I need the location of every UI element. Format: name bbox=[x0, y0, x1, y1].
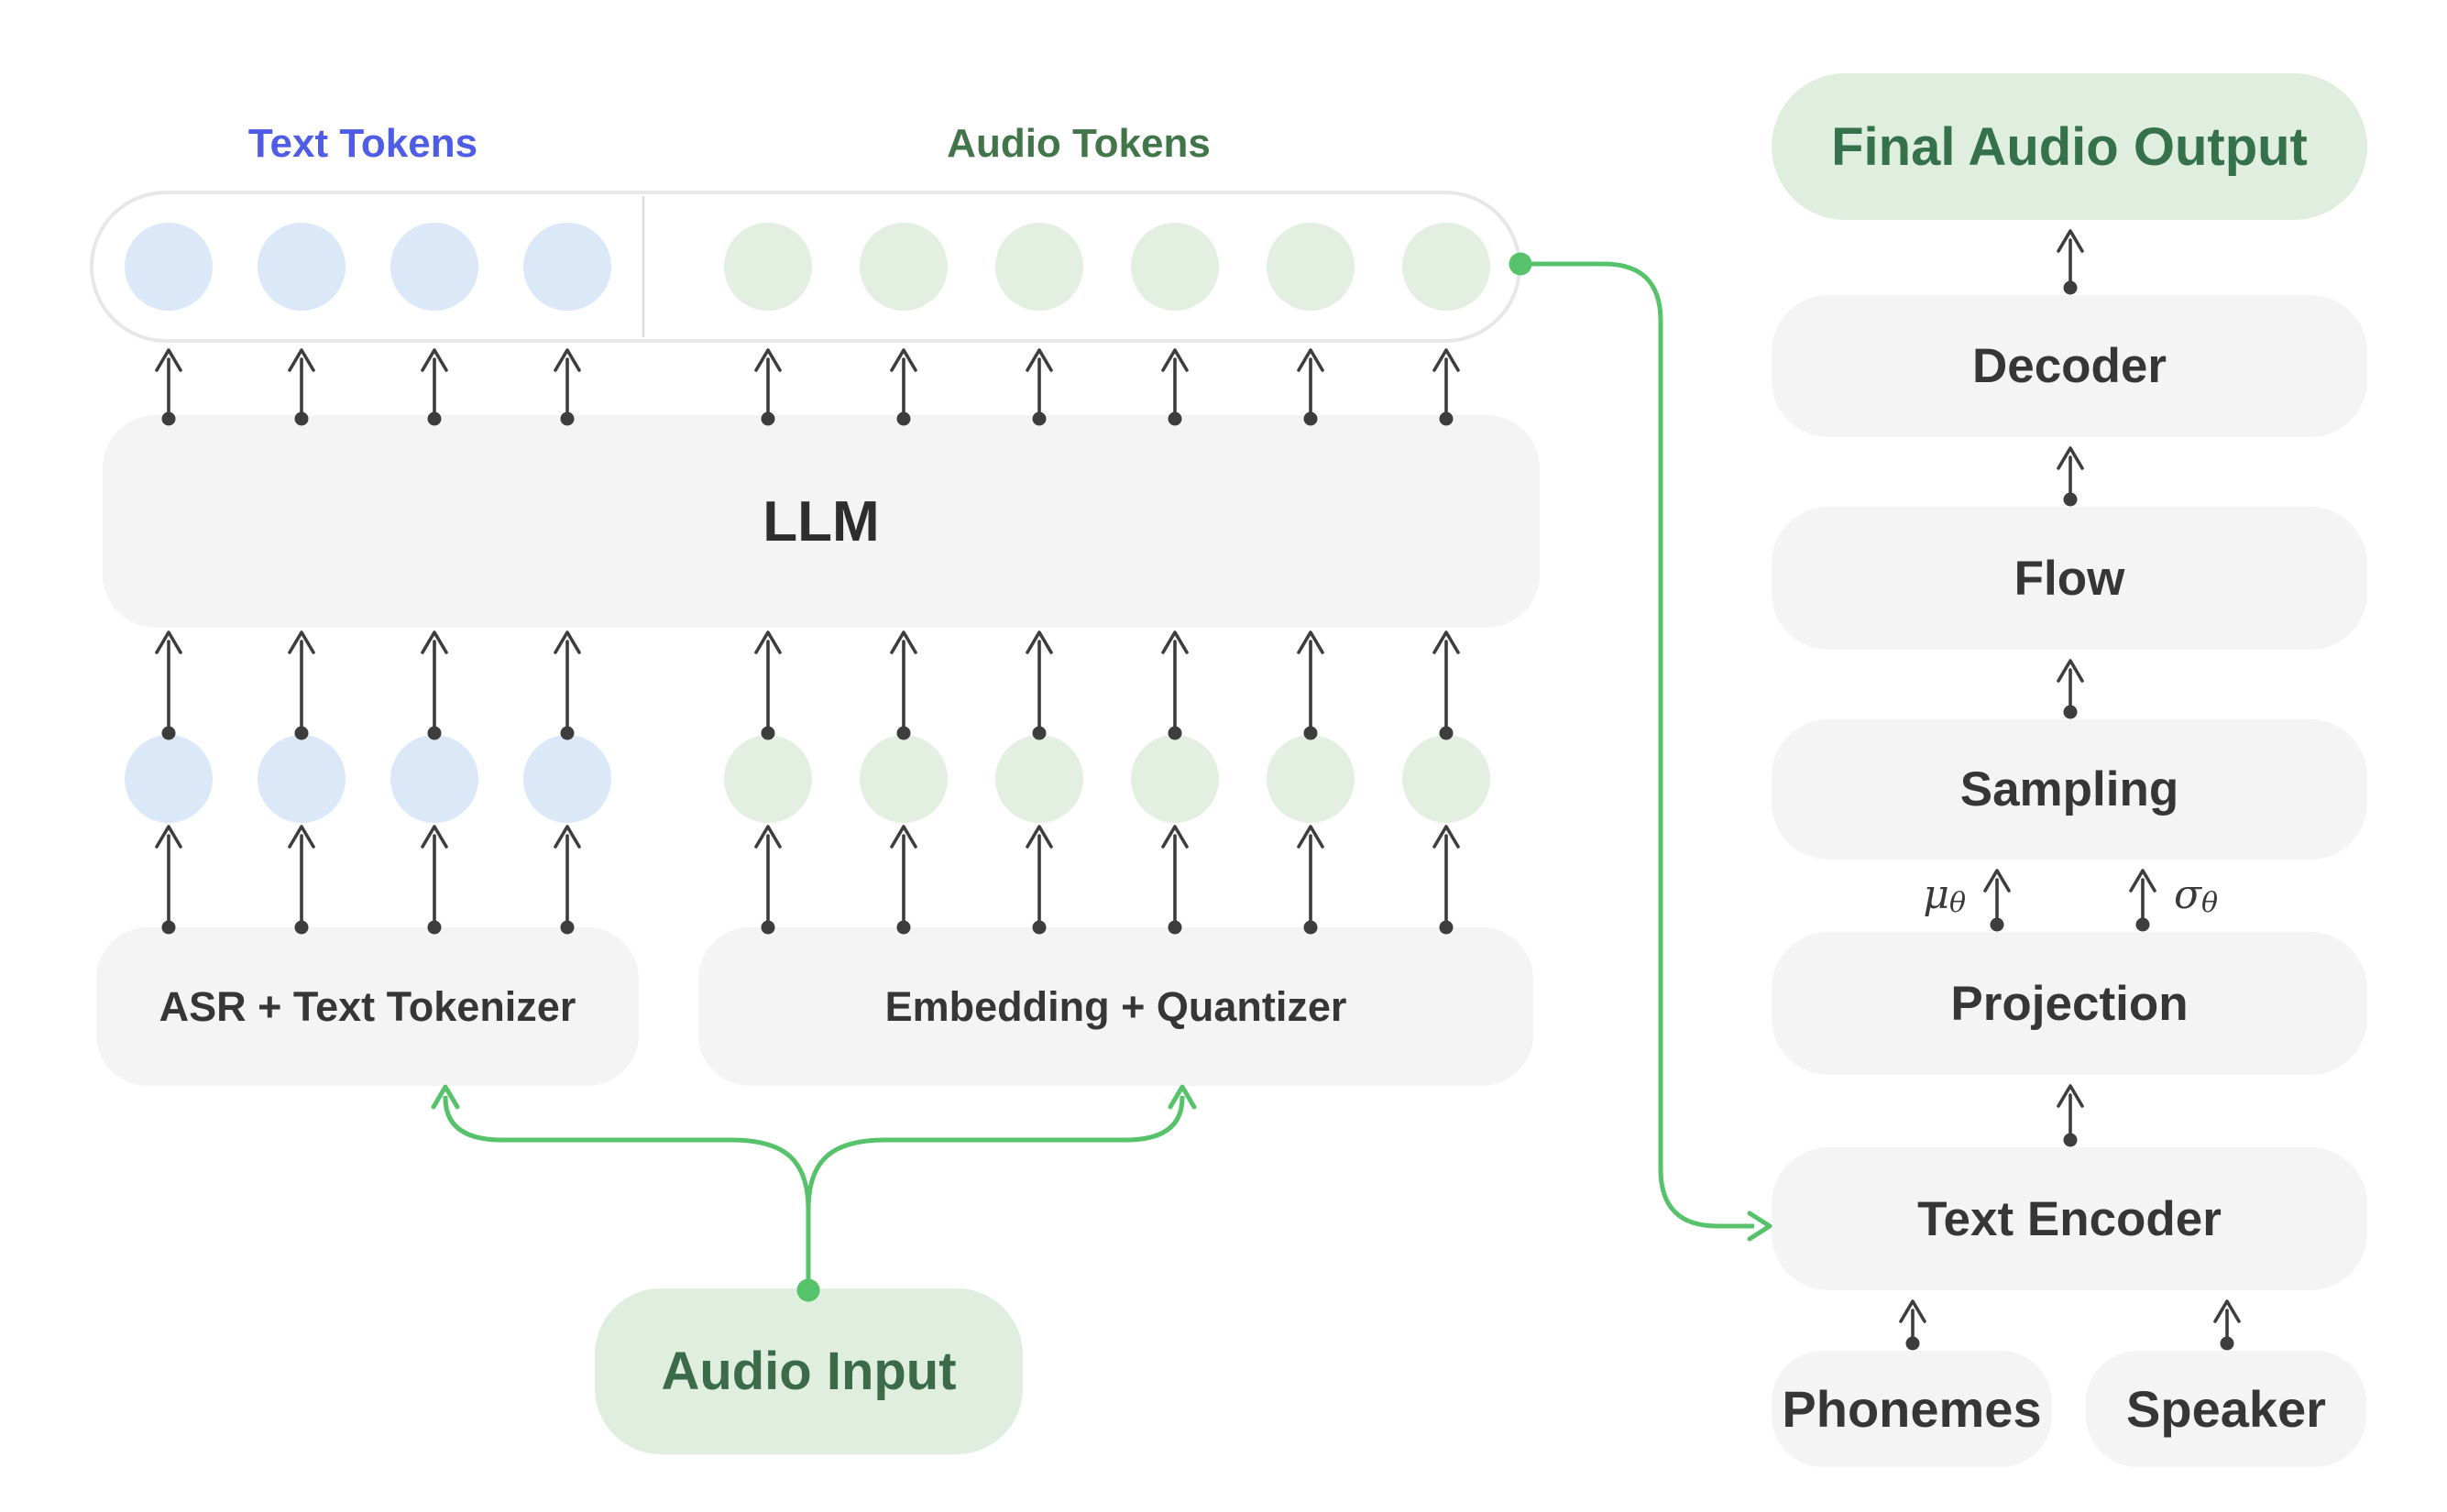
text-token-circles bbox=[125, 223, 611, 311]
text-encoder-box: Text Encoder bbox=[1772, 1147, 2367, 1290]
token-sequence-container bbox=[90, 191, 1521, 343]
text-embedding-circles bbox=[125, 735, 611, 823]
speaker-box: Speaker bbox=[2086, 1351, 2366, 1467]
arrows-tokenizers-to-embeddings bbox=[155, 825, 1460, 935]
audio-input-pill: Audio Input bbox=[595, 1288, 1023, 1454]
sigma-symbol: σ bbox=[2174, 871, 2202, 918]
projection-box: Projection bbox=[1772, 932, 2367, 1075]
llm-box: LLM bbox=[103, 415, 1540, 628]
mu-symbol: μ bbox=[1923, 871, 1949, 918]
flow-box: Flow bbox=[1772, 507, 2367, 650]
phonemes-box: Phonemes bbox=[1772, 1351, 2052, 1467]
green-link-tokens-to-text-encoder bbox=[1509, 252, 1772, 1242]
audio-token-circles bbox=[724, 223, 1490, 311]
audio-tokens-label: Audio Tokens bbox=[947, 121, 1211, 166]
text-tokens-label: Text Tokens bbox=[247, 121, 478, 166]
asr-text-tokenizer-box: ASR + Text Tokenizer bbox=[96, 927, 639, 1086]
arrows-embeddings-to-llm bbox=[155, 630, 1460, 740]
sampling-box: Sampling bbox=[1772, 719, 2367, 860]
sigma-theta-subscript: θ bbox=[2201, 887, 2219, 919]
green-link-audio-input-split bbox=[431, 1084, 1197, 1302]
embedding-quantizer-box: Embedding + Quantizer bbox=[698, 927, 1533, 1086]
final-audio-output-pill: Final Audio Output bbox=[1772, 73, 2367, 220]
decoder-box: Decoder bbox=[1772, 295, 2367, 437]
audio-embedding-circles bbox=[724, 735, 1490, 823]
mu-theta-subscript: θ bbox=[1948, 887, 1966, 919]
